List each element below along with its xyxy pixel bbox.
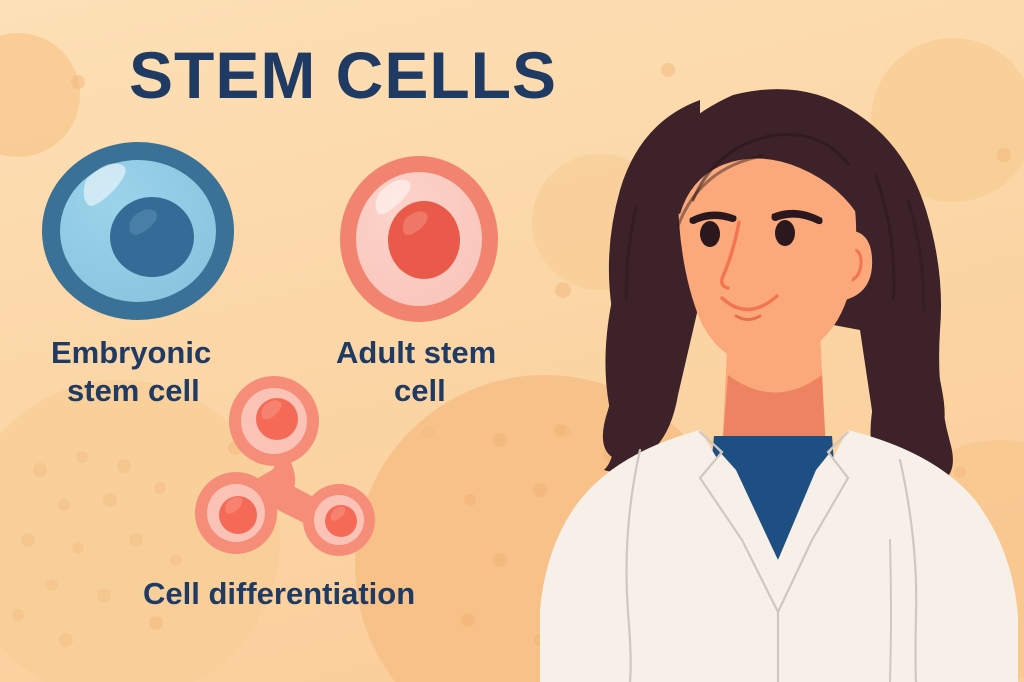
female-scientist-illustration — [540, 89, 1018, 682]
hair-strand-1 — [691, 133, 850, 202]
coat-line-right-seam-2 — [889, 539, 892, 682]
hair-fringe — [665, 97, 865, 222]
lab-coat-lapel-right — [778, 430, 848, 610]
hair-front-lock-left — [604, 300, 675, 472]
neck-shadow — [722, 375, 826, 452]
blue-stem-cell-icon — [42, 142, 234, 320]
eye-left — [700, 221, 720, 247]
label-embryonic-line1: Embryonic — [51, 335, 211, 370]
mouth — [720, 294, 779, 312]
label-embryonic-line2: stem cell — [67, 373, 200, 408]
coat-line-right-seam — [898, 458, 918, 682]
eye-right — [775, 220, 795, 246]
label-cell-differentiation: Cell differentiation — [143, 576, 415, 611]
coat-line-left-seam — [625, 448, 642, 682]
coat-line-lapel-right — [776, 430, 850, 614]
pink-stem-cell-icon — [340, 156, 498, 322]
face — [677, 111, 857, 365]
page-title: STEM CELLS — [129, 38, 557, 112]
cell-differentiation-icon — [195, 376, 375, 556]
background-dots-texture-left — [12, 451, 182, 647]
label-adult-line1: Adult stem — [336, 335, 496, 370]
hair-front-lock-right — [866, 300, 945, 476]
nose — [720, 220, 741, 290]
hair-strand-2 — [676, 154, 764, 228]
coat-line-lapel-left — [698, 430, 780, 614]
eyebrow-left — [689, 211, 737, 224]
lab-coat-lapel-left — [700, 430, 778, 610]
eyebrow-right — [771, 209, 823, 225]
label-adult-line2: cell — [394, 373, 446, 408]
lower-lip — [734, 314, 762, 321]
